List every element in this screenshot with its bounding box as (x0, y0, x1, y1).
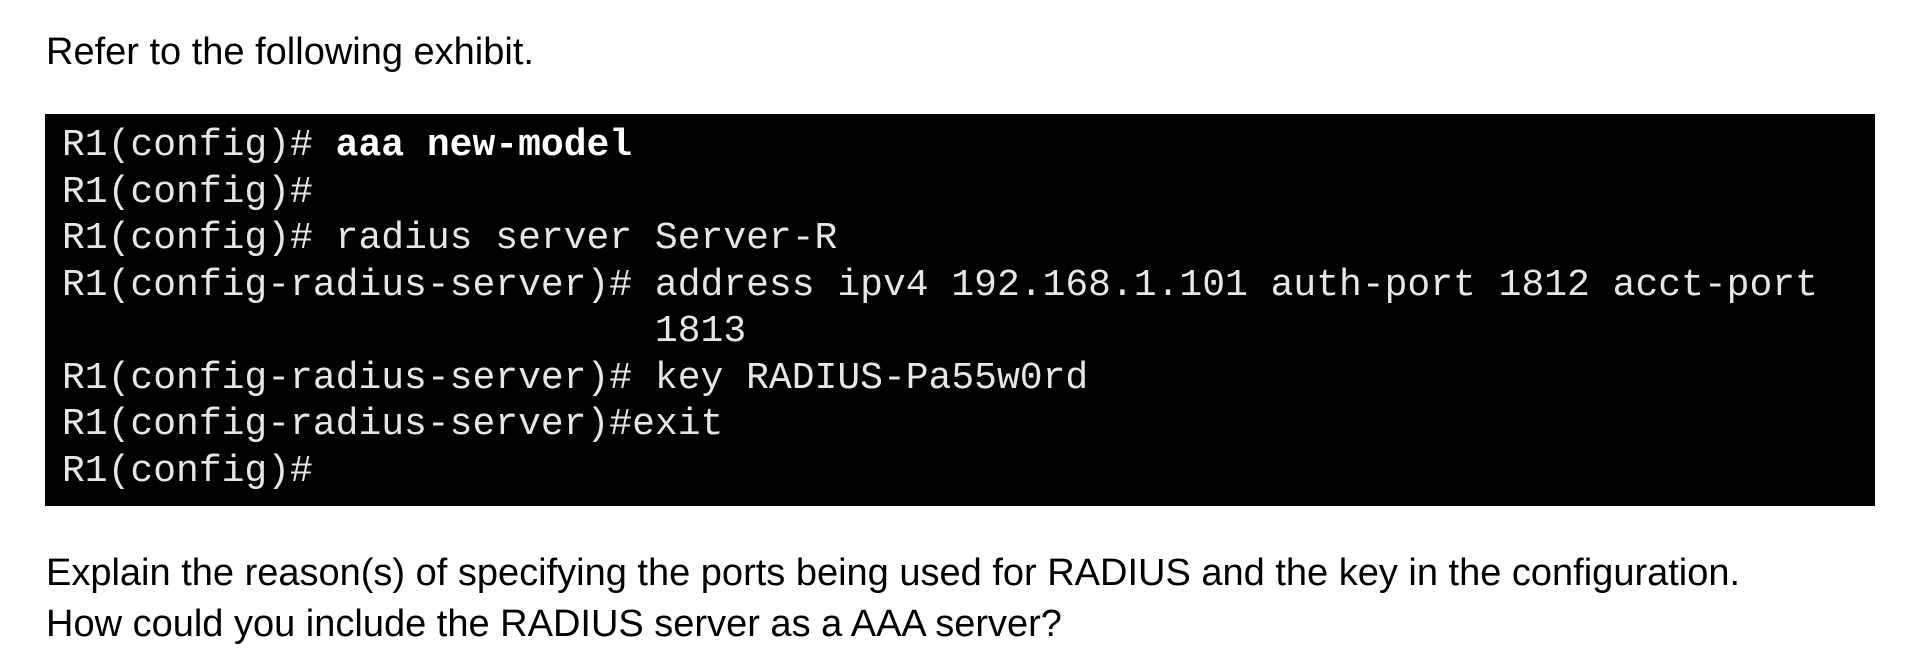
intro-text: Refer to the following exhibit. (46, 31, 534, 73)
terminal-command: 1813 (654, 310, 747, 353)
terminal-prompt: R1(config-radius-server)# (62, 356, 655, 400)
terminal-prompt: R1(config)# (62, 124, 336, 167)
cli-exhibit: R1(config)# aaa new-model R1(config)# R1… (45, 114, 1875, 506)
terminal-line: R1(config-radius-server)#exit (62, 402, 1875, 449)
terminal-line: R1(config)# aaa new-model (62, 123, 1875, 170)
terminal-line: R1(config-radius-server)# key RADIUS-Pa5… (62, 356, 1875, 403)
question-line-2: How could you include the RADIUS server … (46, 603, 1062, 645)
terminal-line-continuation: 1813 (62, 309, 1875, 356)
terminal-prompt: R1(config)# (62, 170, 313, 214)
terminal-command: exit (632, 403, 724, 446)
continuation-indent (62, 309, 655, 356)
terminal-line: R1(config)# radius server Server-R (62, 216, 1875, 263)
terminal-command: key RADIUS-Pa55w0rd (654, 356, 1089, 400)
question-text: Explain the reason(s) of specifying the … (46, 548, 1740, 650)
question-line-1: Explain the reason(s) of specifying the … (46, 552, 1741, 594)
terminal-prompt: R1(config)# (62, 449, 313, 493)
terminal-line: R1(config-radius-server)# address ipv4 1… (62, 263, 1875, 310)
terminal-prompt: R1(config)# (62, 217, 336, 260)
terminal-command: aaa new-model (335, 124, 633, 167)
terminal-command: radius server Server-R (335, 217, 838, 260)
terminal-prompt: R1(config-radius-server)# (62, 263, 655, 307)
terminal-line: R1(config)# (62, 449, 1875, 496)
terminal-command: address ipv4 192.168.1.101 auth-port 181… (654, 263, 1818, 307)
terminal-line: R1(config)# (62, 170, 1875, 217)
terminal-prompt: R1(config-radius-server)# (62, 403, 633, 446)
